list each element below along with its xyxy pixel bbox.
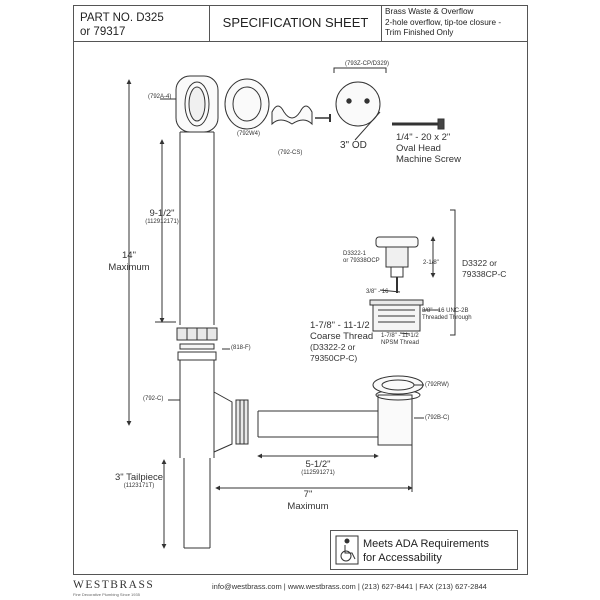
label-drain-gasket: (792RW): [425, 382, 449, 388]
description-line-1: Brass Waste & Overflow: [385, 7, 474, 16]
dimension-9-5-value: 9-1/2": [149, 208, 175, 219]
label-unc-thread: 3/8" - 16 UNC-2B Threaded Through: [422, 308, 472, 322]
label-stopper-thread: 3/8" - 16: [366, 289, 389, 295]
tee-coupling: [235, 399, 249, 445]
label-screw-size: 1/4" - 20 x 2": [396, 132, 451, 143]
dimension-5-5-code: (112591271): [301, 470, 335, 476]
dimension-7-sub: Maximum: [287, 501, 329, 512]
dimension-14-value: 14": [122, 250, 136, 261]
dimension-5-5-value: 5-1/2": [305, 459, 331, 470]
spec-sheet-frame: [73, 5, 528, 575]
coarse-thread-size: 1-7/8" - 11-1/2: [310, 320, 370, 331]
ada-text: Meets ADA Requirements for Accessability: [363, 537, 489, 565]
unc-thread-size: 3/8" - 16 UNC-2B: [422, 308, 469, 314]
product-description: Brass Waste & Overflow 2-hole overflow, …: [382, 5, 528, 42]
label-coarse-thread: 1-7/8" - 11-1/2 Coarse Thread (D3322-2 o…: [310, 320, 373, 364]
label-faceplate: (793Z-CP/D329): [345, 61, 390, 67]
tailpiece-code: (1123171T): [123, 483, 155, 489]
stopper-part-2: 79338CP-C: [462, 269, 507, 279]
stopper-code-1: D3322-1: [343, 251, 367, 257]
brand-logo: WESTBRASS: [73, 579, 155, 591]
part-number: PART NO. D325: [80, 12, 164, 24]
dimension-9-5-code: (112912171): [145, 219, 179, 225]
header: PART NO. D325 or 79317 SPECIFICATION SHE…: [73, 5, 528, 42]
label-stopper-height: 2-1/8": [423, 260, 439, 266]
label-tailpiece: 3" Tailpiece (1123171T): [112, 472, 166, 489]
overflow-clip: [271, 105, 313, 126]
page-title: SPECIFICATION SHEET: [210, 5, 382, 42]
description-line-3: Trim Finished Only: [385, 28, 454, 37]
label-tee: (792-C): [143, 396, 164, 402]
machine-screw: [392, 118, 445, 130]
drain-shoe: [375, 389, 421, 446]
label-screw: 1/4" - 20 x 2" Oval Head Machine Screw: [396, 132, 461, 165]
stopper-code-2: or 79338OCP: [343, 258, 380, 264]
overflow-tube: [179, 131, 215, 325]
brand-tagline: Fine Decorative Plumbing Since 1935: [73, 592, 140, 597]
small-screw: [315, 114, 331, 122]
overflow-faceplate: [335, 81, 381, 127]
label-7: 7" Maximum: [280, 489, 336, 513]
slip-nut: [176, 327, 218, 341]
overflow-gasket: [224, 78, 270, 130]
waste-tee: [177, 351, 233, 458]
npsm-thread-size: 1-7/8" - 11-1/2: [381, 333, 419, 339]
label-od: 3" OD: [340, 140, 367, 151]
label-clip: (792-CS): [278, 150, 303, 156]
label-npsm-thread: 1-7/8" - 11-1/2 NPSM Thread: [381, 333, 419, 347]
contact-info: info@westbrass.com | www.westbrass.com |…: [212, 582, 487, 591]
label-screw-head: Oval Head: [396, 143, 441, 154]
label-stopper-part: D3322 or 79338CP-C: [462, 258, 506, 280]
stopper-part-1: D3322 or: [462, 258, 497, 268]
tailpiece-length: 3" Tailpiece: [114, 472, 164, 483]
wheelchair-icon: [335, 535, 359, 565]
ada-compliance-box: Meets ADA Requirements for Accessability: [330, 530, 518, 570]
tailpiece: [183, 458, 211, 549]
label-gasket: (792W4): [237, 131, 261, 137]
part-number-cell: PART NO. D325 or 79317: [73, 5, 210, 42]
unc-thread-through: Threaded Through: [422, 315, 472, 321]
drain-pipe: [257, 410, 385, 438]
ada-line-1: Meets ADA Requirements: [363, 538, 489, 550]
npsm-thread-type: NPSM Thread: [381, 340, 419, 346]
label-9-5: 9-1/2" (112912171): [138, 208, 186, 225]
slip-washer: [179, 343, 215, 350]
ada-line-2: for Accessability: [363, 552, 442, 564]
coarse-thread-type: Coarse Thread: [310, 331, 374, 342]
label-5-5: 5-1/2" (112591271): [290, 459, 346, 476]
toe-tap-stopper: [375, 236, 419, 293]
label-washer: (818-F): [231, 345, 251, 351]
coarse-thread-part-2: 79350CP-C): [310, 353, 358, 363]
label-drain-shoe: (792B-C): [425, 415, 450, 421]
drain-gasket: [372, 375, 424, 395]
label-14: 14" Maximum: [98, 250, 160, 274]
drain-body: [369, 299, 424, 332]
dimension-7-value: 7": [303, 489, 313, 500]
overflow-elbow: [175, 75, 219, 133]
label-stopper-code: D3322-1 or 79338OCP: [343, 251, 380, 265]
description-line-2: 2-hole overflow, tip-toe closure -: [385, 17, 502, 27]
label-screw-type: Machine Screw: [396, 154, 461, 165]
coarse-thread-part-1: (D3322-2 or: [310, 342, 356, 352]
dimension-14-sub: Maximum: [108, 262, 150, 273]
part-number-alt: or 79317: [80, 26, 126, 38]
label-overflow-elbow: (792A-4): [148, 94, 172, 100]
